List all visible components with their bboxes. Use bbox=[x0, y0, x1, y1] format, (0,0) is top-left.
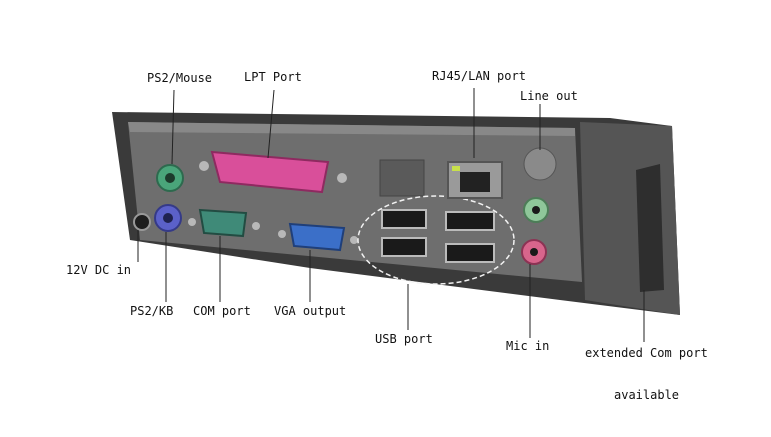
ps2-mouse-hole bbox=[165, 173, 175, 183]
vga-connector bbox=[288, 222, 346, 252]
label-available: available bbox=[614, 388, 680, 402]
io-shield-shade bbox=[128, 122, 575, 136]
ps2-kb-hole bbox=[163, 213, 173, 223]
label-extended-com-port: extended Com port bbox=[585, 346, 708, 360]
vga-screw-right bbox=[350, 236, 358, 244]
com-connector bbox=[198, 208, 248, 238]
rj45-opening bbox=[460, 172, 490, 192]
label-com-port: COM port bbox=[193, 304, 251, 318]
leader-lines bbox=[137, 88, 645, 342]
usb-port-4 bbox=[445, 243, 495, 263]
mic-hole bbox=[530, 248, 538, 256]
label-mic-in: Mic in bbox=[506, 339, 550, 353]
audio-blank-hole bbox=[523, 147, 557, 181]
usb-port-2 bbox=[381, 237, 427, 257]
lpt-screw-left bbox=[199, 161, 209, 171]
lpt-screw-right bbox=[337, 173, 347, 183]
label-rj45-lan: RJ45/LAN port bbox=[432, 69, 526, 83]
label-vga-output: VGA output bbox=[274, 304, 347, 318]
rj45-led bbox=[452, 166, 460, 171]
chassis-side-edge bbox=[636, 164, 664, 292]
label-usb-port: USB port bbox=[375, 332, 433, 346]
usb-highlight-ellipse bbox=[357, 195, 515, 285]
usb-port-3 bbox=[445, 211, 495, 231]
label-lpt-port: LPT Port bbox=[244, 70, 302, 84]
label-ps2-kb: PS2/KB bbox=[130, 304, 174, 318]
io-shield bbox=[128, 122, 582, 282]
dc-jack bbox=[133, 213, 151, 231]
label-line-out: Line out bbox=[520, 89, 578, 103]
chassis-side bbox=[580, 122, 680, 315]
vga-screw-left bbox=[278, 230, 286, 238]
label-ps2-mouse: PS2/Mouse bbox=[147, 71, 213, 85]
label-dc-in: 12V DC in bbox=[66, 263, 132, 277]
usb-port-1 bbox=[381, 209, 427, 229]
lpt-connector bbox=[210, 150, 330, 194]
line-out-hole bbox=[532, 206, 540, 214]
com-screw-right bbox=[252, 222, 260, 230]
blank-cutout bbox=[379, 159, 425, 197]
com-screw-left bbox=[188, 218, 196, 226]
